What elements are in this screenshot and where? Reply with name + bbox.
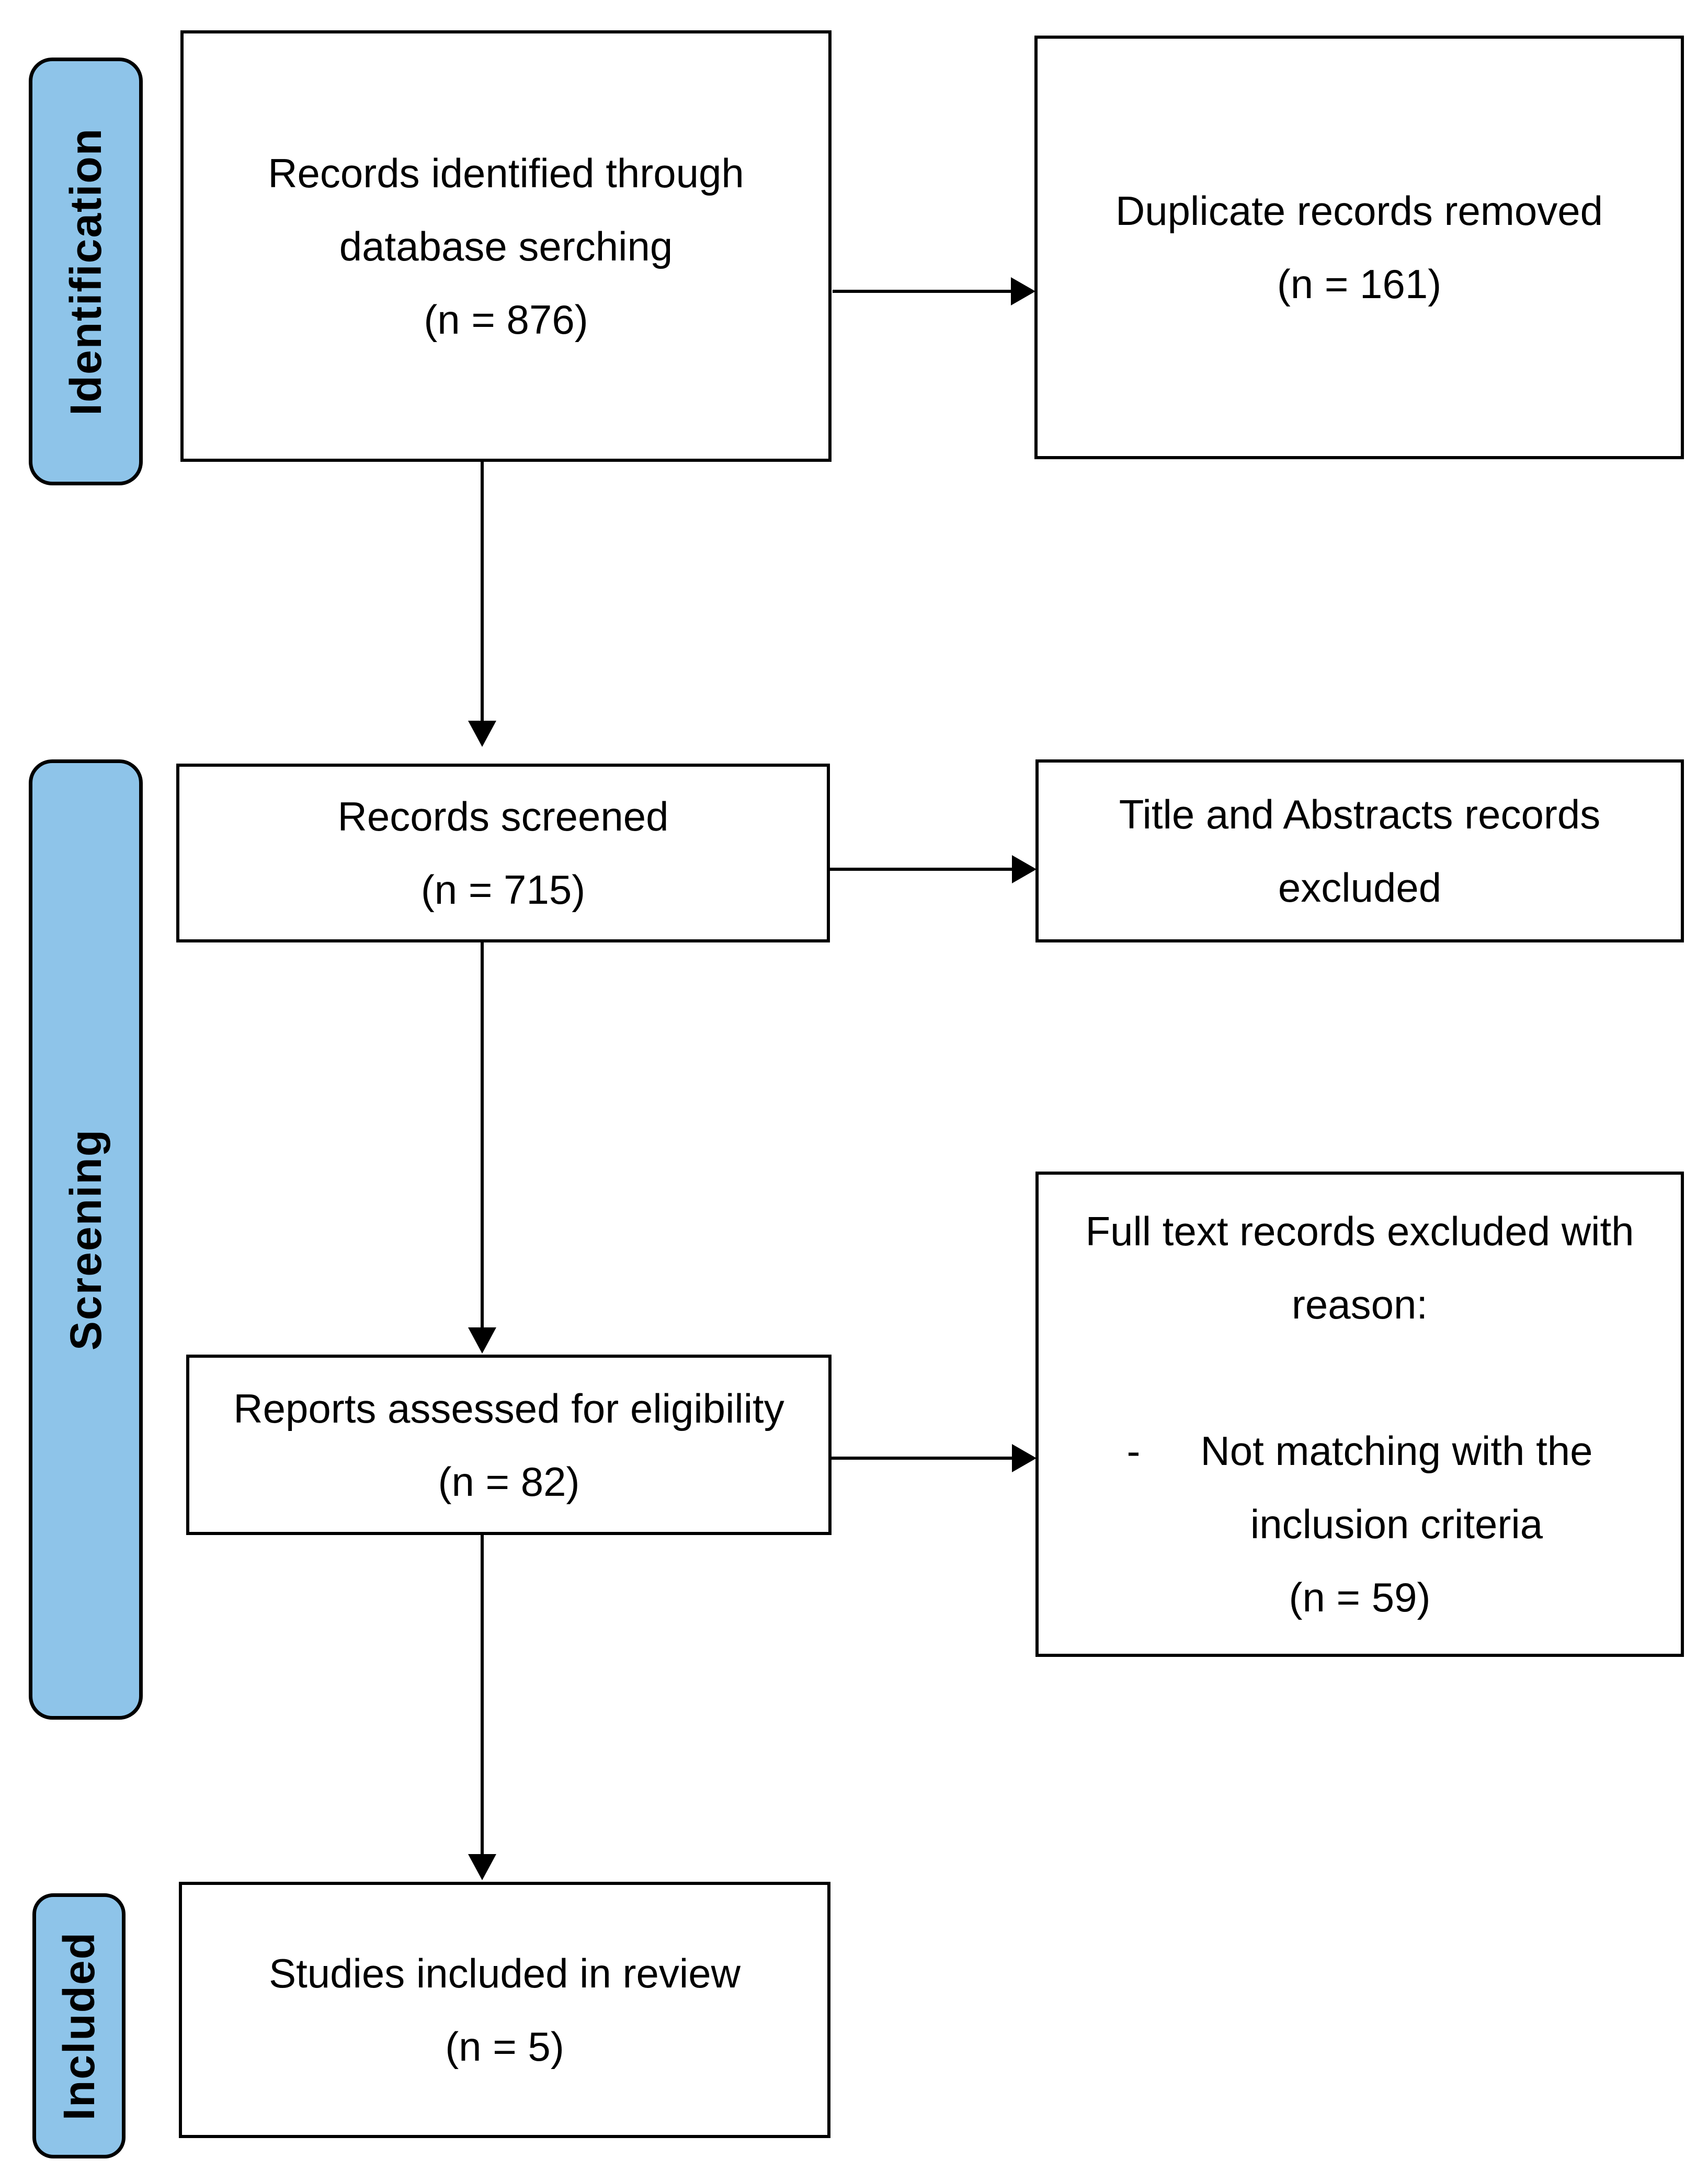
box-text-line: database serching xyxy=(339,223,673,269)
box-text-line: Records screened xyxy=(337,793,669,839)
box-text-line: (n = 161) xyxy=(1277,261,1442,307)
arrow-assessed-to-fulltext-excluded-line xyxy=(832,1457,1013,1460)
stage-label-included: Included xyxy=(54,1931,104,2121)
exclusion-reason-item: - Not matching with the inclusion criter… xyxy=(1126,1414,1592,1561)
arrow-screened-to-assessed-line xyxy=(481,942,484,1328)
stage-bar-identification: Identification xyxy=(29,58,143,485)
box-text-line: Records identified through xyxy=(268,150,744,196)
box-records-identified: Records identified through database serc… xyxy=(180,30,832,462)
box-text-line: Title and Abstracts records xyxy=(1119,791,1601,837)
arrow-screened-to-assessed-head xyxy=(468,1327,496,1354)
arrow-screened-to-excluded-head xyxy=(1012,855,1037,883)
stage-bar-screening: Screening xyxy=(29,759,143,1720)
box-text-line: Reports assessed for eligibility xyxy=(233,1385,784,1431)
box-text-line: inclusion criteria xyxy=(1250,1501,1543,1547)
box-duplicates-removed: Duplicate records removed (n = 161) xyxy=(1034,36,1684,459)
stage-label-identification: Identification xyxy=(61,127,110,416)
box-text-line: excluded xyxy=(1278,865,1442,911)
stage-label-screening: Screening xyxy=(61,1128,110,1351)
box-text-line: Studies included in review xyxy=(269,1950,741,1996)
arrow-identified-to-screened-line xyxy=(481,460,484,722)
box-records-screened: Records screened (n = 715) xyxy=(176,764,830,942)
arrow-assessed-to-included-head xyxy=(468,1854,496,1880)
arrow-identified-to-screened-head xyxy=(468,721,496,747)
box-text-line: Full text records excluded with xyxy=(1085,1208,1634,1254)
box-reports-assessed: Reports assessed for eligibility (n = 82… xyxy=(186,1355,832,1535)
box-title-abstract-excluded: Title and Abstracts records excluded xyxy=(1035,759,1684,942)
box-text-line: Duplicate records removed xyxy=(1115,188,1603,234)
stage-bar-included: Included xyxy=(32,1893,126,2158)
box-text-line: (n = 715) xyxy=(420,867,586,913)
arrow-assessed-to-included-line xyxy=(481,1535,484,1855)
box-fulltext-excluded: Full text records excluded with reason: … xyxy=(1035,1172,1684,1657)
arrow-screened-to-excluded-line xyxy=(830,868,1013,871)
exclusion-reason-text: Not matching with the inclusion criteria xyxy=(1200,1414,1592,1561)
arrow-identified-to-duplicates-head xyxy=(1011,277,1035,305)
box-text-line: Not matching with the xyxy=(1200,1428,1593,1474)
arrow-assessed-to-fulltext-excluded-head xyxy=(1012,1444,1037,1472)
box-text-line: (n = 59) xyxy=(1289,1574,1431,1620)
arrow-identified-to-duplicates-line xyxy=(833,290,1013,293)
box-text-line: (n = 876) xyxy=(424,296,588,343)
bullet-dash: - xyxy=(1126,1428,1141,1474)
box-studies-included: Studies included in review (n = 5) xyxy=(179,1882,830,2138)
box-text-line: (n = 82) xyxy=(438,1458,580,1505)
box-text-line: (n = 5) xyxy=(445,2024,564,2070)
box-text-line: reason: xyxy=(1291,1281,1428,1327)
